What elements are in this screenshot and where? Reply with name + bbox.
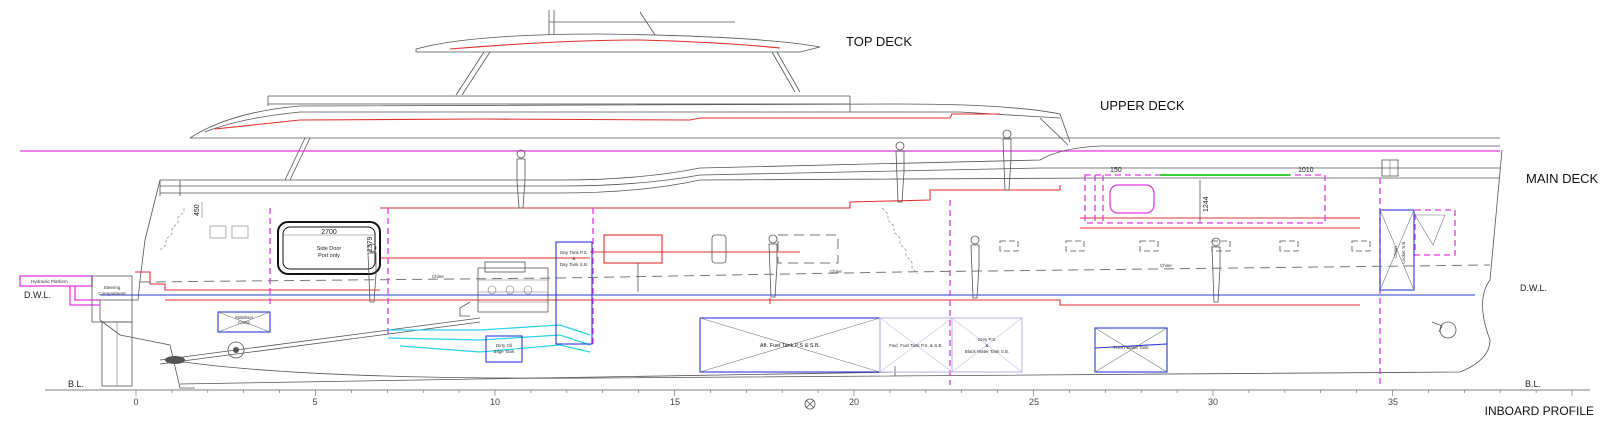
fresh-water-tank: Fresh Water Tank [1094,327,1168,373]
frame-scale: 0 5 10 15 20 25 30 35 [45,389,1590,410]
svg-text:Stabiliser: Stabiliser [235,315,254,320]
dimension-1010: 1010 [1298,167,1314,174]
bl-label-right: B.L. [1525,379,1541,389]
svg-text:Day Tank P.S.: Day Tank P.S. [560,250,588,255]
chine-label-mid: Chine [830,269,842,274]
top-deck-label: TOP DECK [846,34,912,49]
scale-figures [367,129,1221,303]
fwd-fuel-tank: Fwd. Fuel Tank P.S. & S.B. [879,317,953,373]
aft-fuel-tank: Aft. Fuel Tank P.S & S.B. [699,317,881,373]
svg-text:Chain: Chain [1393,246,1398,258]
dimension-2700: 2700 [321,229,337,236]
dimension-1244: 1244 [1203,196,1210,212]
svg-text:Compartment: Compartment [98,291,126,296]
frame-tick-35: 35 [1388,397,1398,407]
svg-text:&: & [572,256,575,261]
svg-text:Locker S.B.: Locker S.B. [1401,240,1406,263]
chine-label-aft: Chine [432,274,444,279]
upper-deck-structure [189,95,1500,181]
dirty-oil-bilge-tank: Dirty Oil Bilge Tank [485,335,523,363]
frame-tick-0: 0 [133,397,138,407]
stern-dimension: 450 [194,202,249,239]
chine-label-fwd: Chine [1160,263,1172,268]
dimension-150: 150 [1110,167,1122,174]
bow-details [1381,159,1457,339]
frame-minor-ticks [135,390,1573,396]
stern-stairs [159,206,185,251]
frame-tick-30: 30 [1208,397,1218,407]
frame-tick-5: 5 [312,397,317,407]
svg-text:Steering: Steering [104,285,121,290]
drawing-title: INBOARD PROFILE [1485,404,1594,418]
svg-text:&: & [985,343,988,348]
upper-deck-label: UPPER DECK [1100,98,1185,113]
svg-text:Fresh Water Tank: Fresh Water Tank [1113,345,1149,350]
frame-tick-15: 15 [670,397,680,407]
svg-text:450: 450 [194,204,201,216]
bl-label-left: B.L. [68,379,84,389]
day-tank: Day Tank P.S. & Day Tank S.B. [555,241,593,345]
svg-text:Black Water Tank S.B.: Black Water Tank S.B. [965,349,1010,354]
svg-text:Side Door: Side Door [317,246,342,252]
main-deck-structure [159,145,1500,196]
top-deck-structure [415,10,821,96]
grey-black-water-tank: Grey P.S. & Black Water Tank S.B. [951,317,1023,373]
engine [459,261,549,317]
side-door: 2700 Side Door Port only 1379 [277,221,381,275]
svg-text:Day Tank S.B.: Day Tank S.B. [560,262,588,267]
steering-compartment: Steering Compartment [91,275,133,387]
dwl-label-left: D.W.L. [24,290,51,300]
frame-tick-10: 10 [490,397,500,407]
propeller-shaft [159,317,481,365]
bulkheads [269,174,1456,385]
portholes [711,234,1371,264]
chine-line [139,264,1491,283]
svg-text:Port only: Port only [318,253,340,259]
internal-decks [135,185,1360,306]
svg-text:Fwd. Fuel Tank P.S. & S.B.: Fwd. Fuel Tank P.S. & S.B. [889,343,943,348]
svg-text:Aft. Fuel Tank P.S & S.B.: Aft. Fuel Tank P.S & S.B. [760,343,821,349]
engine-room-box [603,234,663,264]
svg-text:Grey P.S.: Grey P.S. [978,337,997,342]
chain-locker: Chain Locker S.B. [1379,209,1415,291]
svg-text:Bilge Tank: Bilge Tank [494,349,515,354]
forward-stairs [881,207,919,275]
frame-tick-20: 20 [849,397,859,407]
main-deck-label: MAIN DECK [1526,171,1599,186]
hydraulic-platform-label: Hydraulic Platform [31,279,68,284]
frame-tick-25: 25 [1029,397,1039,407]
stabiliser-compartment: Stabiliser Comp [217,311,271,333]
svg-text:Comp: Comp [238,320,251,325]
dwl-label-right: D.W.L. [1520,283,1547,293]
hull-outline [99,149,1503,389]
midship-symbol [804,398,816,410]
svg-text:Dirty Oil: Dirty Oil [496,343,512,348]
engine-room-tanks [387,324,591,353]
